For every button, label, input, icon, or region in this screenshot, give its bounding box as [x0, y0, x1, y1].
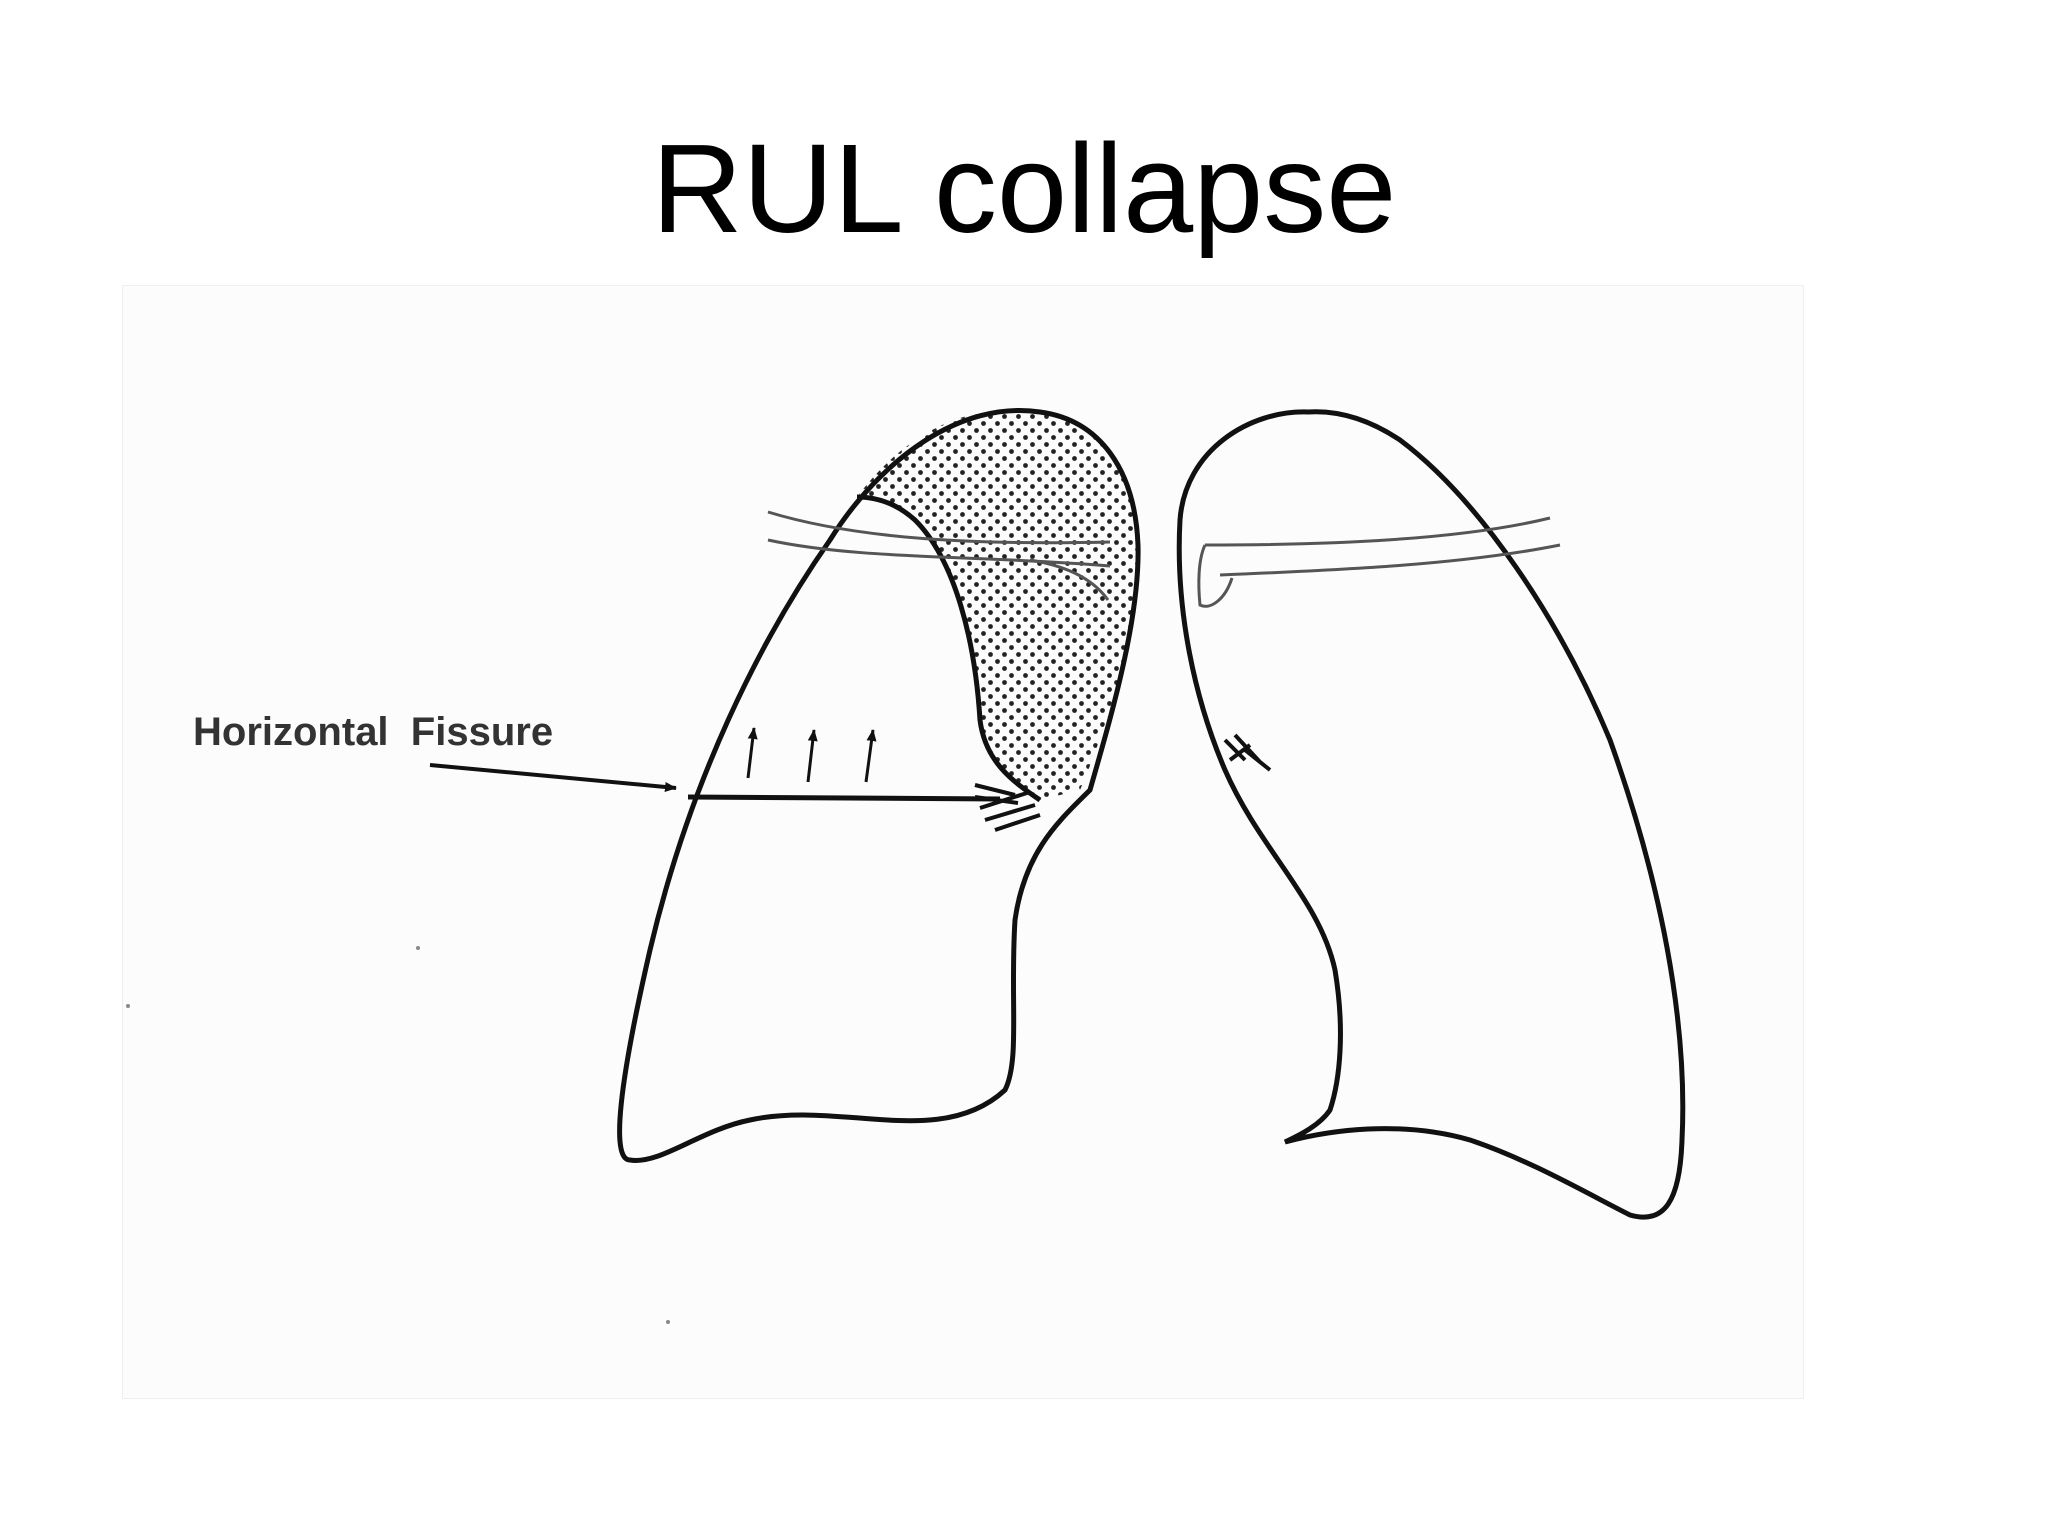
horizontal-fissure-line [687, 794, 1001, 802]
hilar-mark [1223, 733, 1272, 772]
rib-line [767, 510, 1111, 545]
collapsed-lobe-boundary [856, 494, 1042, 803]
rib-line [767, 538, 1111, 568]
speck [416, 946, 420, 950]
right-lung-outline [617, 408, 1141, 1163]
label-pointer-arrow [429, 763, 677, 792]
collapsed-upper-lobe [857, 409, 1139, 800]
fissure-hatch [974, 783, 1041, 832]
rib-line [1197, 544, 1234, 608]
speck [666, 1320, 670, 1324]
upward-arrow [864, 729, 877, 783]
speck [126, 1004, 130, 1008]
rib-line [1029, 558, 1110, 601]
slide-title: RUL collapse [651, 118, 1397, 259]
horizontal-fissure-label: Horizontal Fissure [193, 710, 553, 754]
left-lung-outline [1176, 409, 1686, 1220]
upward-arrow [746, 727, 758, 779]
rib-line [1219, 543, 1561, 577]
upward-arrow [806, 729, 818, 783]
rib-line [1204, 516, 1551, 547]
